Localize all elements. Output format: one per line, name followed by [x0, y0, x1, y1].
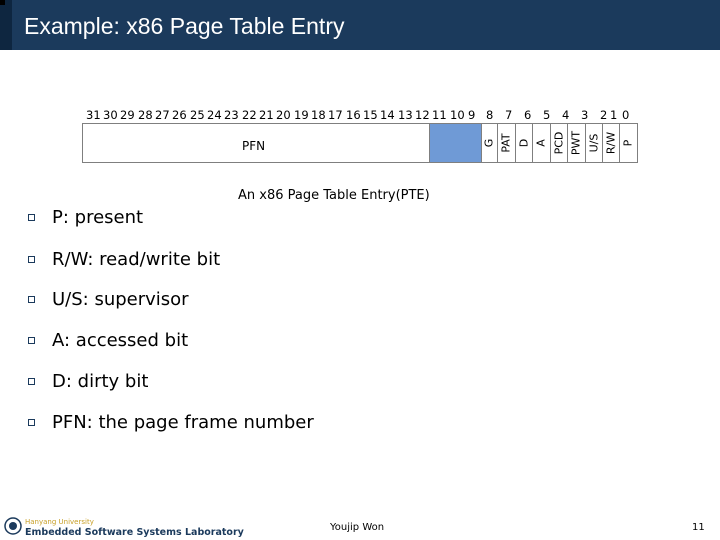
field-divider	[567, 124, 568, 162]
flag-label: D	[517, 138, 531, 148]
flag-label: P	[621, 139, 635, 147]
pfn-field-label: PFN	[242, 139, 266, 153]
bit-number: 11	[432, 108, 447, 122]
bit-number: 27	[155, 108, 170, 122]
page-number: 11	[692, 522, 705, 533]
bit-number: 9	[468, 108, 476, 122]
bit-number: 20	[276, 108, 291, 122]
flag-d: D	[516, 124, 532, 162]
flag-g: G	[481, 124, 497, 162]
bit-number: 19	[294, 108, 309, 122]
bit-number: 29	[120, 108, 135, 122]
footer-lab-name: Embedded Software Systems Laboratory	[25, 527, 244, 538]
bit-number: 17	[328, 108, 343, 122]
bit-number: 13	[398, 108, 413, 122]
bit-number: 14	[380, 108, 395, 122]
bit-number: 0	[622, 108, 630, 122]
field-divider	[515, 124, 516, 162]
bit-number: 21	[259, 108, 274, 122]
flag-label: R/W	[604, 131, 618, 155]
bit-number: 26	[172, 108, 187, 122]
bit-number: 6	[524, 108, 532, 122]
bit-number: 3	[581, 108, 589, 122]
title-bar-accent	[0, 0, 12, 50]
bit-number: 30	[103, 108, 118, 122]
flag-label: PWT	[569, 130, 583, 156]
bit-number: 18	[311, 108, 326, 122]
field-divider	[481, 124, 482, 162]
diagram-caption: An x86 Page Table Entry(PTE)	[238, 188, 430, 203]
bullet-text: PFN: the page frame number	[52, 412, 314, 433]
bit-number: 15	[363, 108, 378, 122]
flag-pat: PAT	[498, 124, 514, 162]
field-divider	[532, 124, 533, 162]
bit-number: 22	[242, 108, 257, 122]
bit-number: 12	[415, 108, 430, 122]
bit-number: 5	[543, 108, 551, 122]
field-divider	[602, 124, 603, 162]
university-seal-icon	[4, 517, 22, 535]
bit-number: 10	[450, 108, 465, 122]
bullet-text: D: dirty bit	[52, 371, 149, 392]
footer-author: Youjip Won	[330, 522, 385, 533]
square-bullet-icon	[28, 256, 35, 263]
reserved-bits-shading	[429, 124, 481, 162]
bullet-text: U/S: supervisor	[52, 289, 189, 310]
bit-number: 1	[610, 108, 618, 122]
field-divider	[497, 124, 498, 162]
flag-rw: R/W	[603, 124, 619, 162]
slide-title: Example: x86 Page Table Entry	[24, 13, 345, 39]
bit-number: 24	[207, 108, 222, 122]
corner-mark	[0, 0, 5, 5]
bit-number: 2	[600, 108, 608, 122]
square-bullet-icon	[28, 214, 35, 221]
field-divider	[429, 124, 430, 162]
flag-p: P	[620, 124, 636, 162]
bit-number: 31	[86, 108, 101, 122]
square-bullet-icon	[28, 337, 35, 344]
square-bullet-icon	[28, 296, 35, 303]
flag-label: A	[534, 139, 548, 147]
flag-label: PCD	[552, 131, 566, 155]
footer-university: Hanyang University	[25, 518, 94, 526]
bit-number: 16	[346, 108, 361, 122]
bullet-text: R/W: read/write bit	[52, 249, 221, 270]
field-divider	[550, 124, 551, 162]
field-divider	[619, 124, 620, 162]
title-bar: Example: x86 Page Table Entry	[0, 0, 720, 50]
flag-label: PAT	[499, 133, 513, 153]
flag-pwt: PWT	[568, 124, 584, 162]
bit-number: 4	[562, 108, 570, 122]
square-bullet-icon	[28, 378, 35, 385]
field-divider	[585, 124, 586, 162]
bit-number: 25	[190, 108, 205, 122]
flag-label: U/S	[587, 133, 601, 153]
bit-number: 7	[505, 108, 513, 122]
pte-diagram	[82, 123, 638, 163]
square-bullet-icon	[28, 419, 35, 426]
bit-number: 28	[138, 108, 153, 122]
flag-pcd: PCD	[551, 124, 567, 162]
bit-number: 23	[224, 108, 239, 122]
bullet-text: P: present	[52, 207, 144, 228]
bit-number: 8	[486, 108, 494, 122]
flag-a: A	[533, 124, 549, 162]
flag-us: U/S	[586, 124, 602, 162]
flag-label: G	[482, 138, 496, 148]
bullet-text: A: accessed bit	[52, 330, 189, 351]
